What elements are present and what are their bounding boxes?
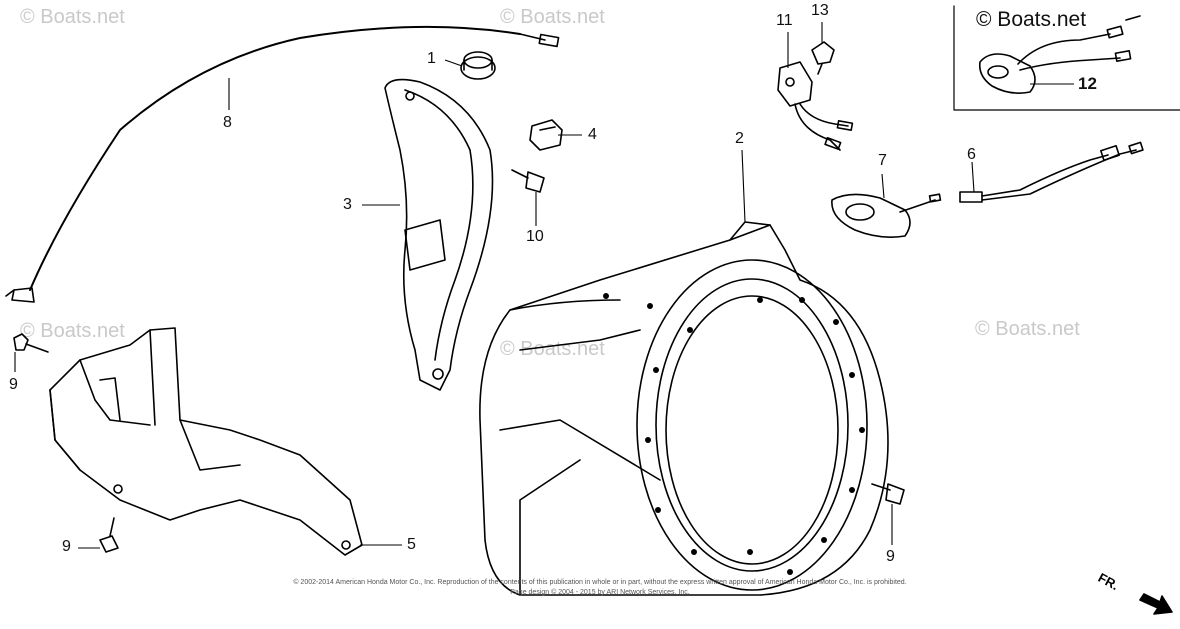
part-label-11: 11 <box>776 12 793 29</box>
leader-1 <box>444 59 463 67</box>
part-7-sensor <box>831 193 942 238</box>
page-design-notice: Page design © 2004 - 2015 by ARI Network… <box>510 589 690 596</box>
part-4-clip <box>529 119 563 151</box>
part-5-lower-shroud <box>49 327 363 556</box>
copyright-notice: © 2002-2014 American Honda Motor Co., In… <box>293 579 907 586</box>
part-label-12: 12 <box>1078 74 1097 93</box>
part-label-8: 8 <box>223 114 232 131</box>
part-label-6: 6 <box>967 146 976 163</box>
part-8-cable <box>5 25 560 303</box>
watermark: © Boats.net <box>20 6 125 28</box>
part-9-bolt-right <box>871 483 905 505</box>
part-label-9-right: 9 <box>886 548 895 565</box>
part-9-bolt-bottom <box>99 517 119 553</box>
leader-2 <box>741 149 746 223</box>
watermark: © Boats.net <box>500 338 605 360</box>
inset-frame <box>953 5 1180 111</box>
part-label-4: 4 <box>588 126 597 143</box>
part-13-bolt <box>811 41 835 75</box>
part-label-2: 2 <box>735 130 744 147</box>
part-3-shield <box>384 78 494 391</box>
part-label-1: 1 <box>427 50 436 67</box>
part-label-5: 5 <box>407 536 416 553</box>
leader-6 <box>971 161 975 193</box>
part-label-9-bottom: 9 <box>62 538 71 555</box>
part-12-sensor-assembly <box>978 15 1141 94</box>
watermark: © Boats.net <box>20 320 125 342</box>
part-1-grommet <box>460 51 496 80</box>
leader-7 <box>881 173 885 199</box>
part-11-sensor <box>777 61 854 151</box>
part-label-13: 13 <box>811 2 829 19</box>
part-10-bolt <box>511 169 545 193</box>
inset-watermark: © Boats.net <box>976 8 1087 31</box>
part-label-3: 3 <box>343 196 352 213</box>
part-label-9-left: 9 <box>9 376 18 393</box>
part-label-7: 7 <box>878 152 887 169</box>
part-label-10: 10 <box>526 228 544 245</box>
watermark: © Boats.net <box>975 318 1080 340</box>
part-2-fan-cover <box>479 221 889 596</box>
forward-arrow-icon <box>1139 593 1173 615</box>
part-6-harness <box>959 141 1144 203</box>
part-9-bolt-left <box>13 333 49 353</box>
watermark: © Boats.net <box>500 6 605 28</box>
